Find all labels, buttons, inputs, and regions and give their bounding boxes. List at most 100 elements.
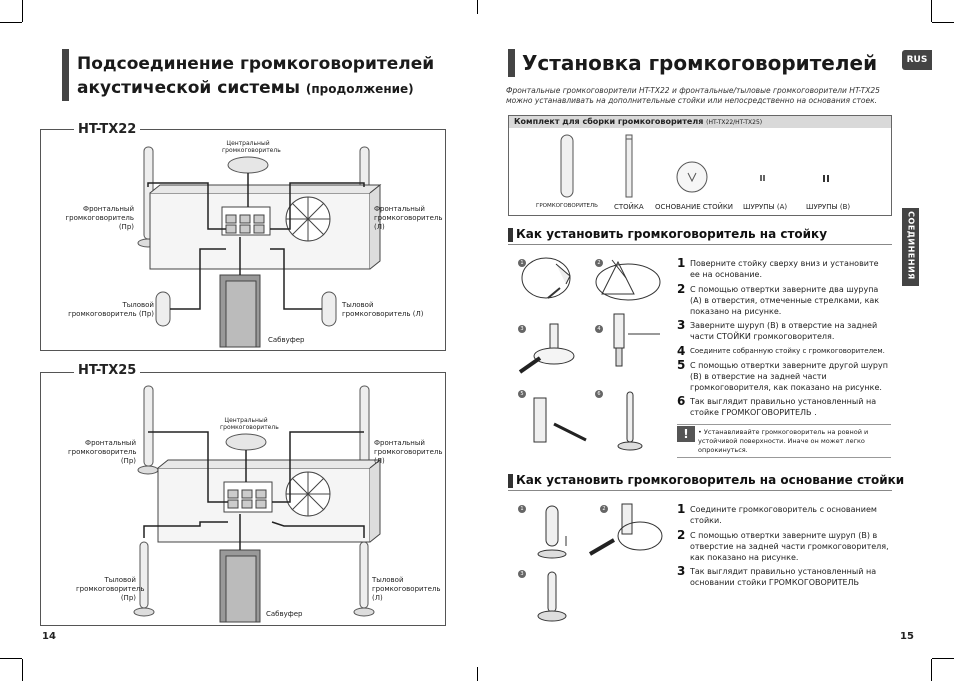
- kit-header: [509, 116, 891, 128]
- figure-number: 5: [518, 390, 526, 398]
- step-text: Соедините громкоговоритель с основанием …: [690, 505, 877, 525]
- section-underline: [508, 490, 892, 491]
- rear-right-speaker: [133, 541, 155, 617]
- warning-box: [677, 424, 891, 458]
- wiring-diagram-tx25: [133, 385, 382, 623]
- label-center-tx22: Центральный громкоговоритель: [222, 140, 281, 154]
- label-rear-right-tx22: Тыловой громкоговоритель (Пр): [68, 301, 154, 318]
- kit-screws-a-icon: [760, 175, 765, 181]
- base-section-heading: Как установить громкоговоритель на основ…: [516, 473, 905, 487]
- diagram-frame-tx25: [40, 372, 446, 626]
- step-number: 6: [677, 394, 686, 408]
- left-page-title: Подсоединение громкоговорителей акустиче…: [77, 52, 434, 101]
- step-number: 3: [677, 564, 686, 578]
- stand-steps-illustrations: [518, 257, 661, 451]
- label-front-left-tx22: Фронтальный громкоговоритель (Л): [374, 205, 443, 231]
- section-bar: [508, 228, 513, 242]
- crop-mark: [0, 658, 22, 659]
- receiver-unit: [149, 183, 382, 270]
- page-number-right: 15: [900, 631, 914, 642]
- kit-speaker-icon: [560, 134, 574, 198]
- step-number: 3: [677, 318, 686, 332]
- kit-items-art: [560, 134, 829, 198]
- diagram-frame-tx22: [40, 129, 446, 351]
- step-text: Так выглядит правильно установленный на …: [690, 567, 877, 587]
- center-speaker: [227, 156, 269, 174]
- subwoofer: [219, 549, 261, 623]
- stand-section-heading: Как установить громкоговоритель на стойк…: [516, 227, 828, 241]
- kit-item-label: ГРОМКОГОВОРИТЕЛЬ: [536, 203, 598, 209]
- kit-title-text: Комплект для сборки громкоговорителя: [514, 117, 704, 126]
- step-text: С помощью отвертки заверните шуруп (B) в…: [690, 531, 889, 562]
- model-label-tx25: HT-TX25: [74, 363, 141, 378]
- title-bar: [508, 49, 515, 77]
- title-suffix: (продолжение): [305, 82, 414, 96]
- label-center-tx25: Центральный громкоговоритель: [220, 417, 279, 431]
- step-text: Заверните шуруп (B) в отверстие на задне…: [690, 321, 878, 341]
- label-front-right-tx25: Фронтальный громкоговоритель (Пр): [68, 439, 137, 465]
- crop-mark: [931, 0, 932, 22]
- center-speaker: [225, 433, 267, 451]
- kit-screws-b-icon: [823, 175, 829, 182]
- figure-number: 1: [518, 505, 526, 513]
- step-text: С помощью отвертки заверните другой шуру…: [690, 361, 888, 392]
- figure-number: 3: [518, 570, 526, 578]
- kit-title: Комплект для сборки громкоговорителя (HT…: [514, 116, 762, 129]
- speaker-wires: [147, 173, 365, 310]
- warning-text: • Устанавливайте громкоговоритель на ров…: [698, 428, 869, 454]
- kit-base-icon: [676, 161, 708, 193]
- section-side-tab-label: СОЕДИНЕНИЯ: [906, 211, 916, 280]
- front-right-speaker: [137, 385, 159, 475]
- crop-mark: [477, 0, 478, 14]
- step-number: 1: [677, 256, 686, 270]
- page-number-left: 14: [42, 631, 56, 642]
- rear-right-speaker: [155, 291, 171, 327]
- kit-box: [508, 115, 892, 216]
- right-page-title: Установка громкоговорителей: [522, 51, 878, 75]
- wiring-diagram-tx22: [137, 146, 382, 348]
- title-bar: [62, 49, 69, 101]
- crop-mark: [932, 22, 954, 23]
- kit-item-label: СТОЙКА: [614, 203, 644, 211]
- step-text: Соедините собранную стойку с громкоговор…: [690, 347, 885, 355]
- figure-number: 2: [595, 259, 603, 267]
- label-subwoofer-tx25: Сабвуфер: [266, 610, 303, 618]
- step-text: Так выглядит правильно установленный на …: [690, 397, 877, 417]
- label-subwoofer-tx22: Сабвуфер: [268, 336, 305, 344]
- crop-mark: [477, 667, 478, 681]
- kit-models: (HT-TX22/HT-TX25): [706, 119, 763, 126]
- figure-number: 1: [518, 259, 526, 267]
- section-side-tab: СОЕДИНЕНИЯ: [902, 208, 919, 286]
- step-number: 4: [677, 344, 686, 358]
- speaker-wires: [143, 431, 365, 550]
- section-underline: [508, 244, 892, 245]
- intro-text: Фронтальные громкоговорители HT-TX22 и ф…: [506, 86, 880, 105]
- label-front-left-tx25: Фронтальный громкоговоритель (Л): [374, 439, 443, 465]
- step-number: 2: [677, 528, 686, 542]
- step-text: Поверните стойку сверху вниз и установит…: [690, 259, 879, 279]
- title-line-2: акустической системы: [77, 78, 300, 98]
- kit-stand-icon: [625, 134, 633, 198]
- kit-item-label: ОСНОВАНИЕ СТОЙКИ: [655, 203, 734, 211]
- step-text: С помощью отвертки заверните два шурупа …: [690, 285, 880, 316]
- kit-item-label: ШУРУПЫ (B): [806, 203, 851, 211]
- label-rear-left-tx25: Тыловой громкоговоритель (Л): [372, 576, 441, 602]
- step-number: 2: [677, 282, 686, 296]
- warning-icon: !: [677, 426, 695, 442]
- label-rear-left-tx22: Тыловой громкоговоритель (Л): [342, 301, 424, 318]
- crop-mark: [22, 0, 23, 22]
- crop-mark: [0, 22, 22, 23]
- lang-tab: RUS: [902, 50, 932, 70]
- crop-mark: [931, 659, 932, 681]
- label-rear-right-tx25: Тыловой громкоговоритель (Пр): [76, 576, 145, 602]
- base-steps-illustrations: [537, 503, 663, 622]
- title-line-1: Подсоединение громкоговорителей: [77, 54, 435, 74]
- kit-item-label: ШУРУПЫ (A): [743, 203, 788, 211]
- rear-left-speaker: [321, 291, 337, 327]
- warning-text-body: Устанавливайте громкоговоритель на ровно…: [698, 428, 869, 454]
- figure-number: 2: [600, 505, 608, 513]
- figure-number: 3: [518, 325, 526, 333]
- subwoofer: [219, 274, 261, 348]
- section-bar: [508, 474, 513, 488]
- crop-mark: [932, 658, 954, 659]
